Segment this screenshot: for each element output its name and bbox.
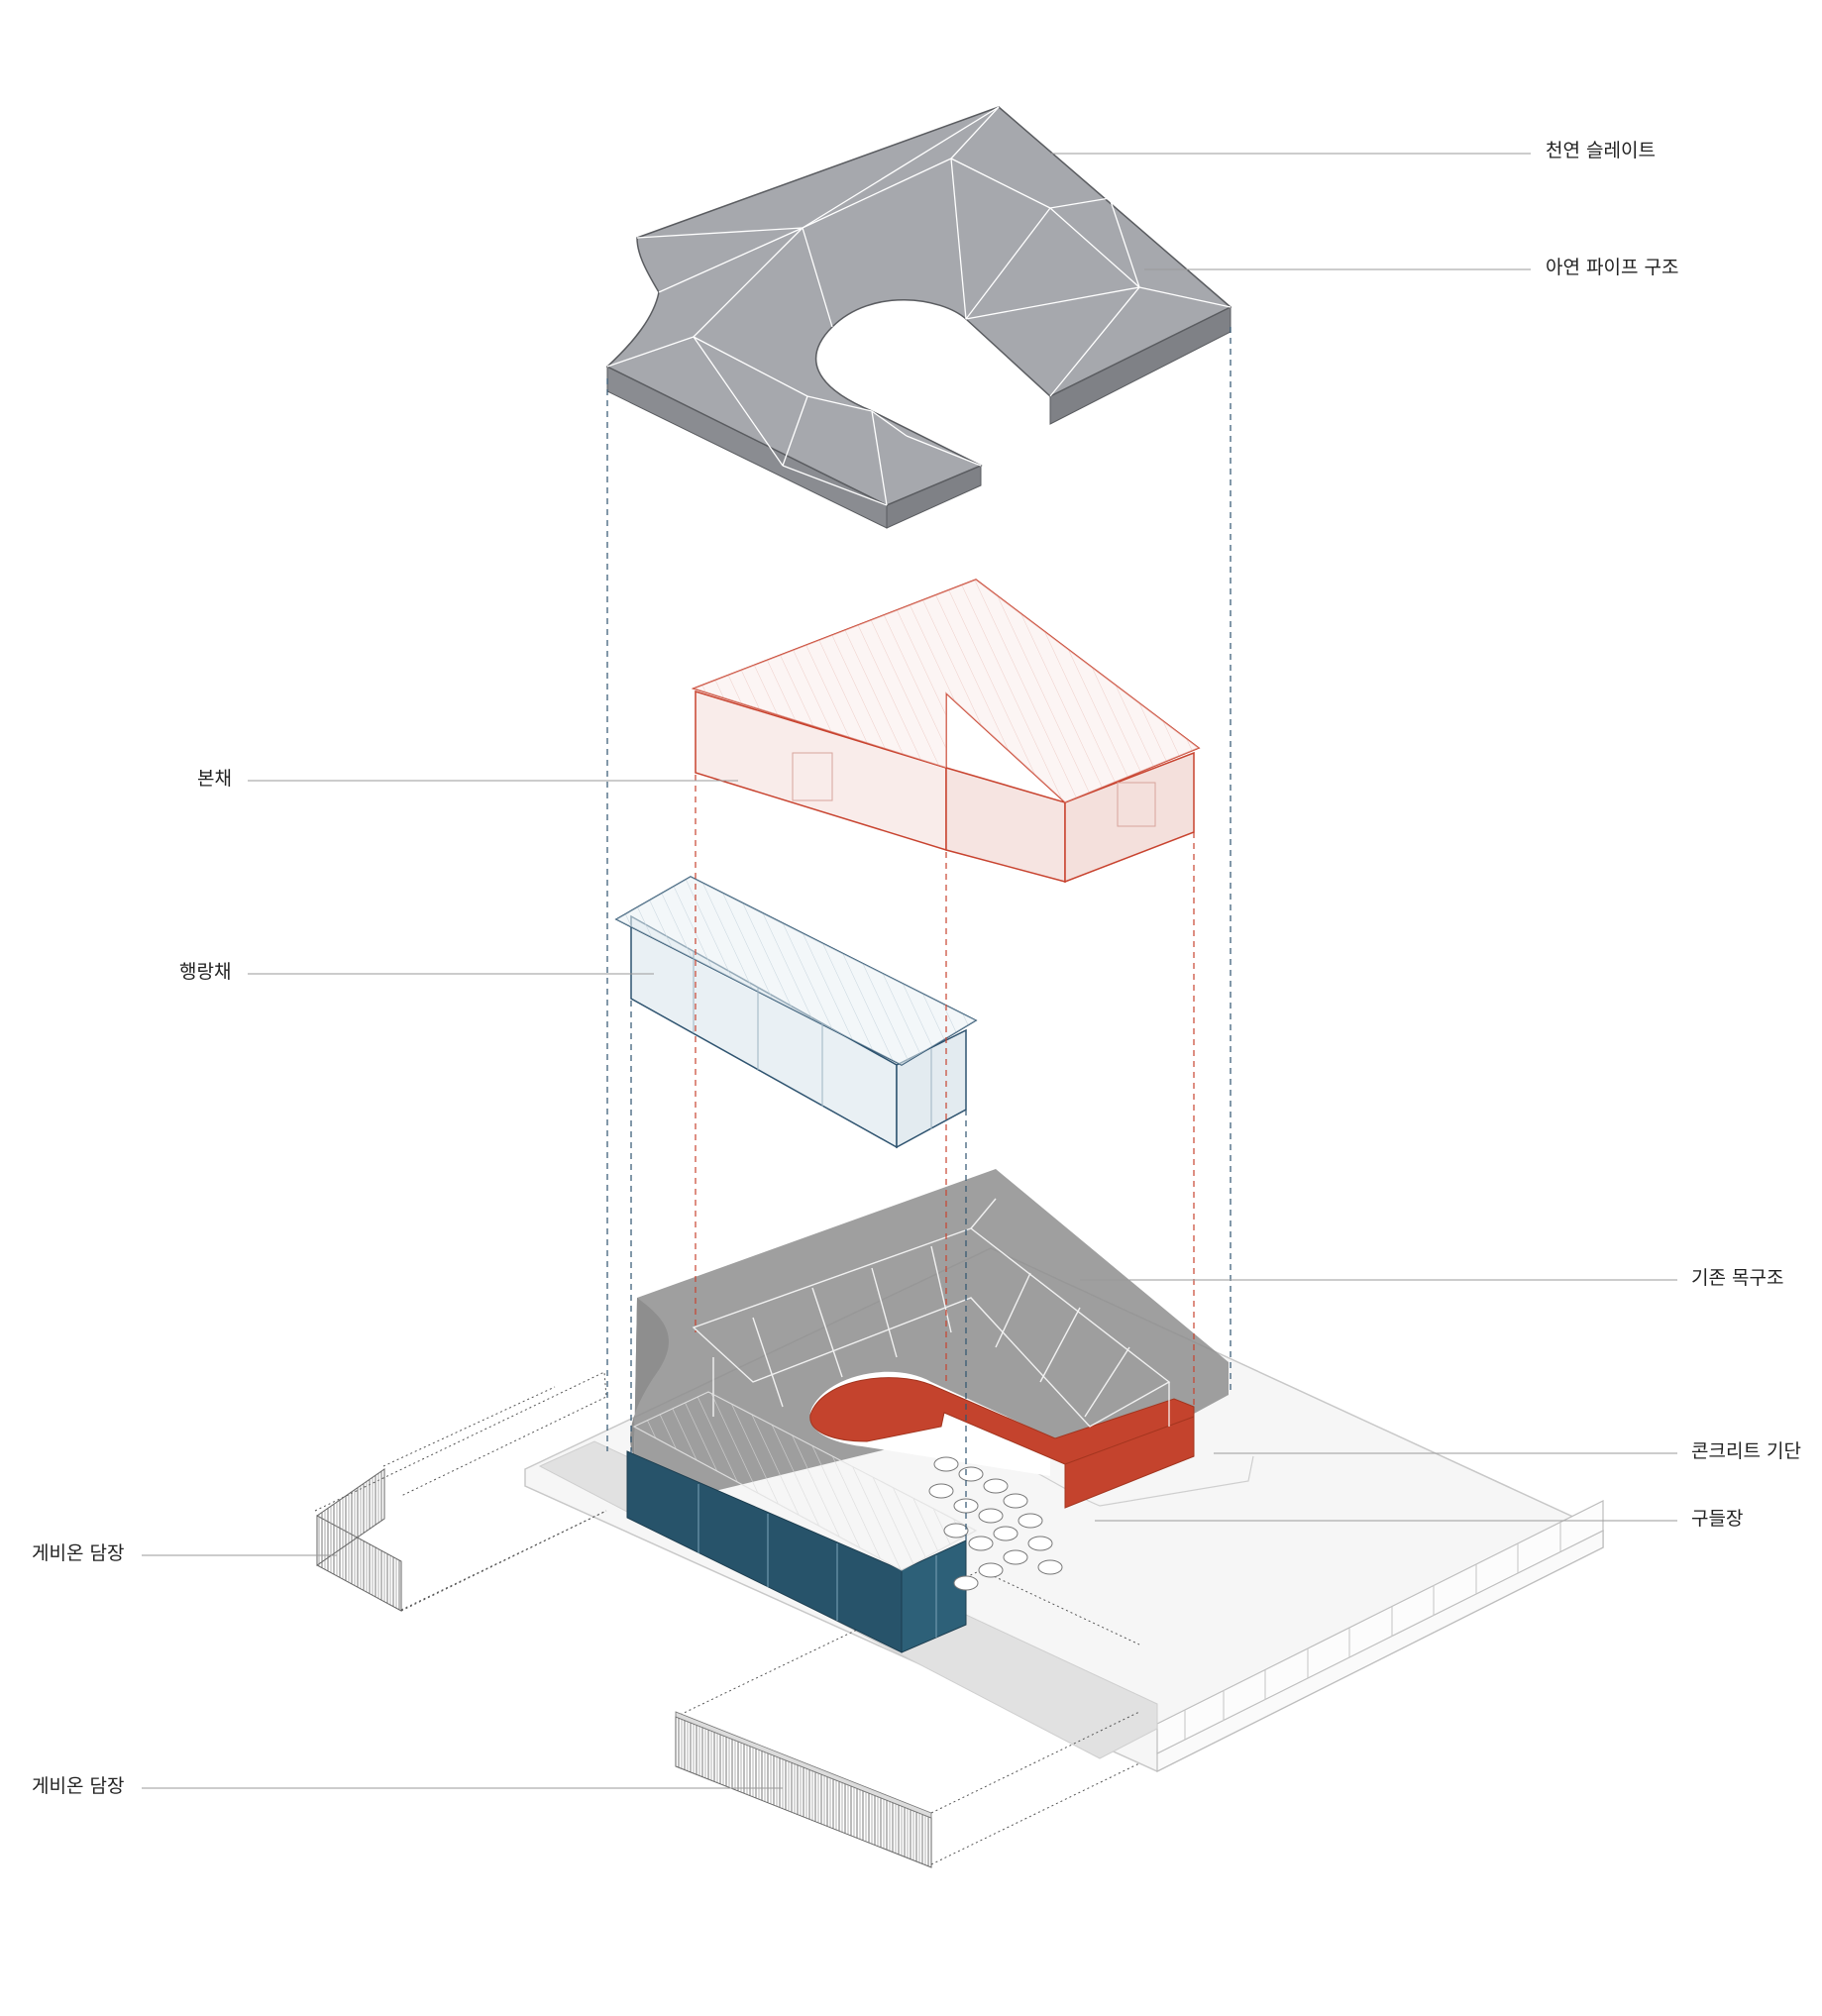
label-gabion-lower: 게비온 담장 (32, 1775, 125, 1797)
projection-lines-blue (606, 327, 1232, 1540)
label-gabion-upper: 게비온 담장 (32, 1542, 125, 1564)
existing-structure-layer (626, 1169, 1229, 1653)
right-fence (1156, 1500, 1604, 1754)
foundation-blue-posts (697, 1484, 937, 1638)
gabion-wall-upper (314, 1371, 607, 1612)
foundation-blue-side (901, 1539, 967, 1653)
gabion-upper-side (316, 1468, 385, 1566)
main-building-layer (691, 579, 1201, 884)
side-building-layer (614, 876, 978, 1149)
right-fence-posts (1184, 1522, 1561, 1740)
projection-lines-red (695, 775, 1195, 1407)
existing-roof-frame (692, 1198, 1171, 1428)
label-existing-wood: 기존 목구조 (1691, 1267, 1784, 1289)
gabion-wall-lower (675, 1569, 1140, 1868)
gabion-lower-front (675, 1716, 932, 1868)
leader-lines (142, 153, 1677, 1789)
structure-shadow (634, 1169, 1229, 1506)
slate-top-surface (605, 106, 1233, 506)
side-roof-wire (632, 1391, 978, 1571)
side-building-roof-tint (616, 877, 976, 1065)
label-main-building: 본채 (197, 768, 232, 790)
main-building-windows (792, 752, 1156, 827)
shadow-curve (630, 1298, 669, 1456)
label-side-building: 행랑채 (179, 961, 232, 983)
label-concrete-base: 콘크리트 기단 (1691, 1440, 1801, 1462)
label-slate: 천연 슬레이트 (1546, 140, 1656, 161)
label-stones: 구들장 (1691, 1508, 1744, 1530)
gabion-lower-top (675, 1711, 932, 1819)
courtyard-stones (928, 1456, 1063, 1591)
main-building-roof-tint (694, 580, 1199, 802)
concrete-base-front (1064, 1416, 1195, 1509)
side-building-posts (693, 951, 932, 1129)
label-zinc-pipe: 아연 파이프 구조 (1546, 257, 1679, 278)
slate-roof-layer (605, 106, 1233, 529)
slate-triangulation (606, 106, 1232, 506)
